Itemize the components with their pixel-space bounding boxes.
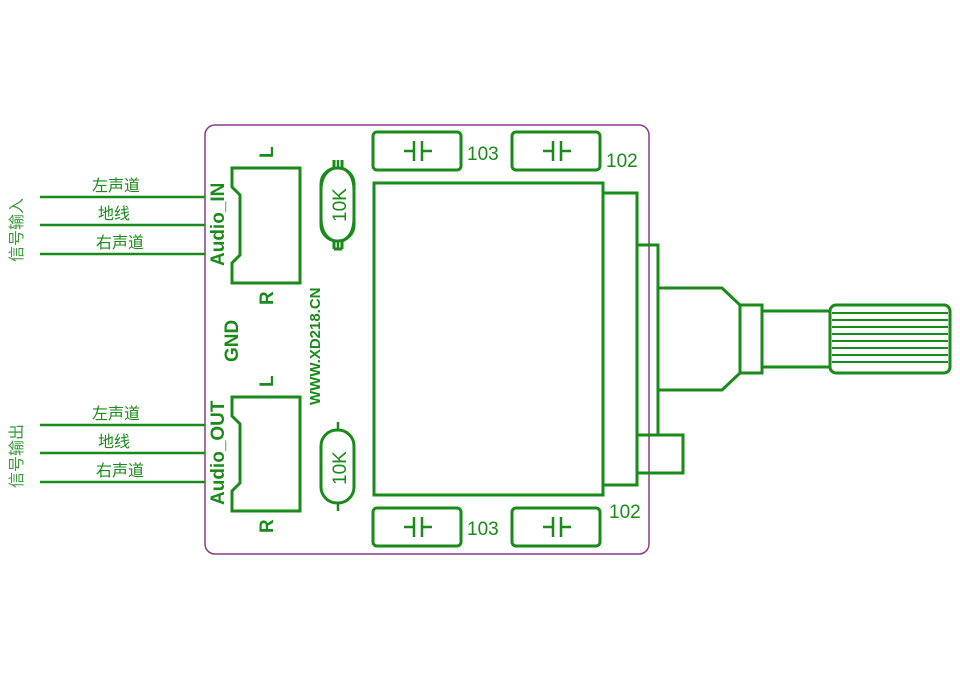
cap-top-left-symbol — [404, 141, 432, 161]
website-label: WWW.XD218.CN — [307, 287, 324, 405]
potentiometer-nut — [738, 303, 764, 375]
potentiometer-knurl — [828, 303, 952, 375]
input-wire-ground-label: 地线 — [98, 204, 130, 223]
cap-top-left — [371, 130, 463, 172]
audio-out-connector — [230, 395, 302, 513]
output-wire-right-label: 右声道 — [96, 461, 144, 480]
cap-bottom-right — [510, 506, 602, 548]
resistor-bottom-value: 10K — [330, 451, 351, 485]
cap-bottom-right-symbol — [543, 517, 571, 537]
potentiometer-bushing — [635, 243, 660, 437]
cap-top-right — [510, 130, 602, 172]
cap-bottom-left-symbol — [404, 517, 432, 537]
potentiometer-body — [372, 181, 605, 497]
input-wire-right-label: 右声道 — [96, 233, 144, 252]
potentiometer-shaft — [760, 309, 832, 369]
audio-out-left-label: L — [257, 375, 278, 387]
potentiometer-collar — [658, 286, 742, 392]
audio-out-label: Audio_OUT — [208, 400, 229, 505]
input-group-title: 信号输入 — [7, 198, 26, 262]
resistor-top-value: 10K — [330, 188, 351, 222]
audio-in-connector — [230, 166, 302, 285]
cap-bottom-right-value: 102 — [609, 502, 641, 523]
output-wire-left-label: 左声道 — [92, 404, 140, 423]
cap-top-left-value: 103 — [467, 144, 499, 165]
board-outline — [204, 124, 650, 555]
knurl-lines — [832, 312, 948, 363]
cap-bottom-left-value: 103 — [467, 519, 499, 540]
output-wire-ground-label: 地线 — [98, 432, 130, 451]
audio-in-right-label: R — [257, 291, 278, 305]
cap-top-right-value: 102 — [606, 151, 638, 172]
input-wire-left-label: 左声道 — [92, 176, 140, 195]
potentiometer-tab — [635, 433, 685, 475]
audio-in-left-label: L — [257, 146, 278, 158]
audio-out-right-label: R — [257, 519, 278, 533]
potentiometer-side-plate — [601, 191, 639, 487]
cap-bottom-left — [371, 506, 463, 548]
output-group-title: 信号输出 — [7, 424, 26, 488]
gnd-label: GND — [222, 320, 243, 362]
audio-in-label: Audio_IN — [208, 183, 229, 266]
cap-top-right-symbol — [543, 141, 571, 161]
